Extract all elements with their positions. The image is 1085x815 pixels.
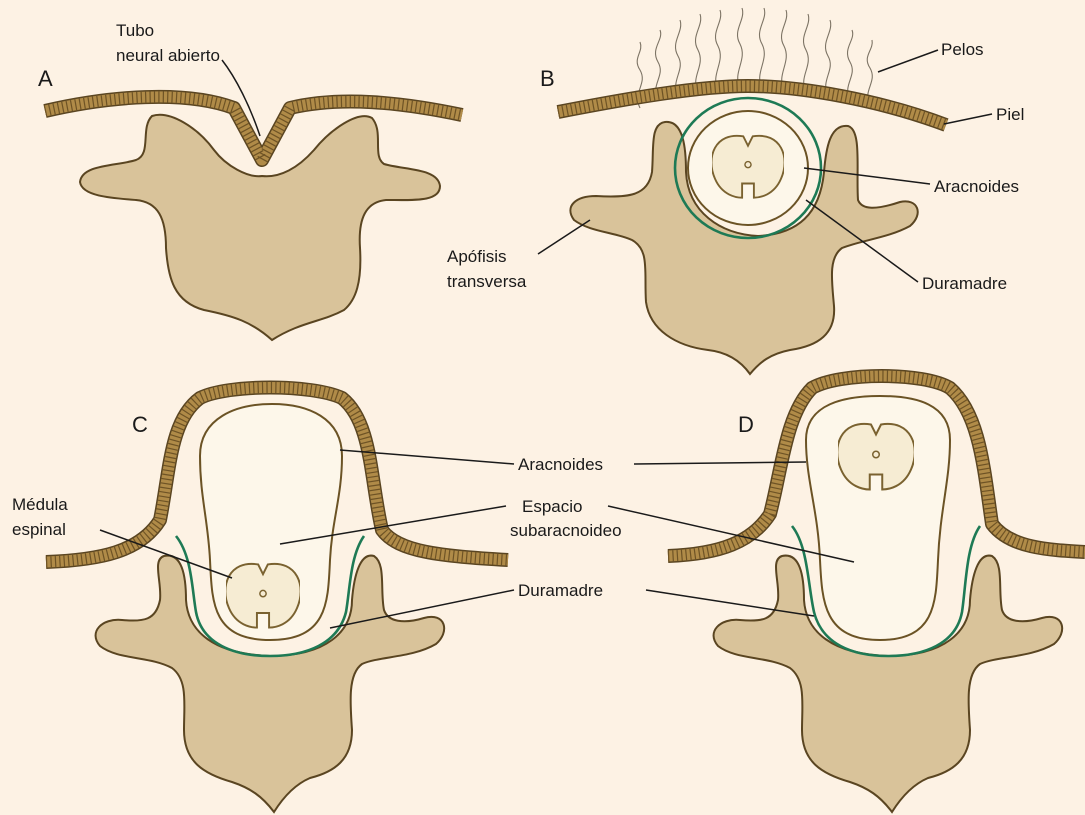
leader-pelos	[878, 50, 938, 72]
label-duramadre-cd: Duramadre	[518, 581, 603, 600]
label-aracnoides-cd: Aracnoides	[518, 455, 603, 474]
label-aracnoides-b: Aracnoides	[934, 177, 1019, 196]
panel-b: B Pelos Piel Aracnoides Duramadre Apófis…	[447, 8, 1024, 374]
label-apofisis-line2: transversa	[447, 272, 527, 291]
skin-a	[45, 97, 462, 160]
panel-a: A Tubo neural abierto	[38, 21, 462, 340]
label-pelos: Pelos	[941, 40, 984, 59]
panel-d: D	[668, 376, 1085, 812]
panel-label-c: C	[132, 412, 148, 437]
panel-label-d: D	[738, 412, 754, 437]
label-medula-line1: Médula	[12, 495, 68, 514]
label-medula-line2: espinal	[12, 520, 66, 539]
label-tubo-line2: neural abierto	[116, 46, 220, 65]
label-espacio-line1: Espacio	[522, 497, 582, 516]
label-tubo-line1: Tubo	[116, 21, 154, 40]
panel-label-b: B	[540, 66, 555, 91]
label-piel: Piel	[996, 105, 1024, 124]
leader-apofisis	[538, 220, 590, 254]
panel-c: C Médula espinal	[12, 388, 508, 813]
label-apofisis-line1: Apófisis	[447, 247, 507, 266]
leader-piel	[944, 114, 992, 124]
panel-label-a: A	[38, 66, 53, 91]
label-duramadre-b: Duramadre	[922, 274, 1007, 293]
label-espacio-line2: subaracnoideo	[510, 521, 622, 540]
